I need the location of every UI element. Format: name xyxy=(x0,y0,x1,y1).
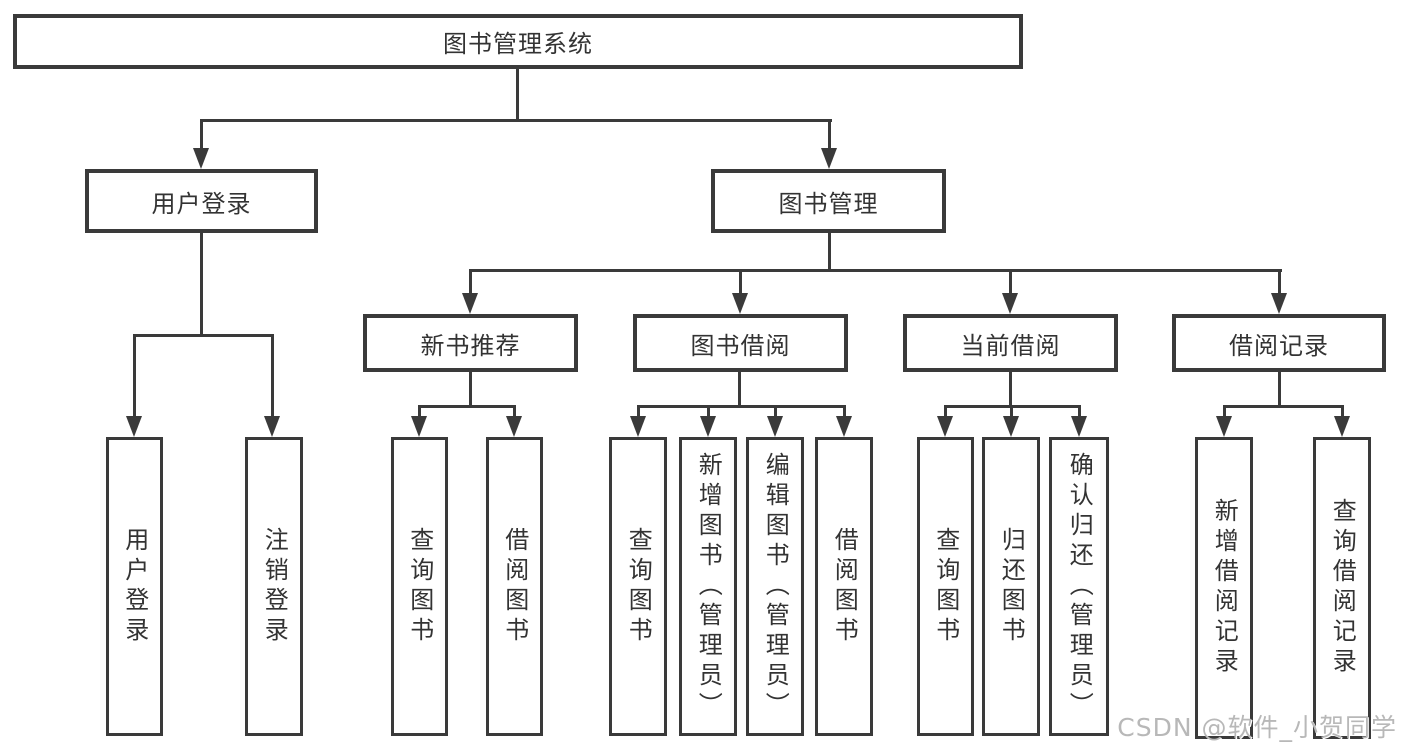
connector-drop-book-borrow xyxy=(739,269,742,295)
node-root-label: 图书管理系统 xyxy=(443,30,593,58)
connector-current-borrow-stem xyxy=(1009,372,1012,407)
node-root: 图书管理系统 xyxy=(13,14,1023,69)
connector-new-book-stem xyxy=(469,372,472,407)
arrowhead-leaf-login xyxy=(126,416,142,437)
node-current-borrow: 当前借阅 xyxy=(903,314,1118,372)
leaf-br-query-record-label: 查询借阅记录 xyxy=(1328,498,1357,678)
leaf-cb-confirm-return-admin-label: 确认归还（管理员） xyxy=(1065,451,1094,722)
leaf-bb-add-books-admin-label: 新增图书（管理员） xyxy=(694,451,723,722)
node-current-borrow-label: 当前借阅 xyxy=(960,331,1061,360)
leaf-user-login-label: 用户登录 xyxy=(120,526,149,647)
leaf-cb-query-books: 查询图书 xyxy=(917,437,974,736)
leaf-bb-add-books-admin: 新增图书（管理员） xyxy=(679,437,737,736)
connector-drop-borrow-records xyxy=(1278,269,1281,295)
leaf-cb-query-books-label: 查询图书 xyxy=(931,526,960,647)
connector-drop-book-mgmt xyxy=(828,119,831,152)
connector-drop-nbr-borrow xyxy=(513,405,516,419)
node-book-mgmt-label: 图书管理 xyxy=(778,189,879,218)
connector-drop-leaf-logout xyxy=(271,334,274,418)
arrowhead-br-add xyxy=(1216,416,1232,437)
connector-borrow-records-rail xyxy=(1223,405,1344,408)
connector-user-login-rail xyxy=(133,334,274,337)
node-new-book-rec-label: 新书推荐 xyxy=(420,331,521,360)
leaf-nbr-borrow-books: 借阅图书 xyxy=(486,437,543,736)
node-book-mgmt: 图书管理 xyxy=(711,169,946,233)
arrowhead-user-login xyxy=(193,148,209,169)
leaf-logout: 注销登录 xyxy=(245,437,303,736)
connector-book-borrow-rail xyxy=(637,405,846,408)
arrowhead-bb-edit xyxy=(767,416,783,437)
leaf-cb-return-books: 归还图书 xyxy=(982,437,1040,736)
node-new-book-rec: 新书推荐 xyxy=(363,314,578,372)
connector-new-book-rail xyxy=(418,405,516,408)
leaf-bb-borrow-books: 借阅图书 xyxy=(815,437,873,736)
leaf-bb-query-books: 查询图书 xyxy=(609,437,667,736)
connector-root-stem xyxy=(516,69,519,121)
connector-book-mgmt-stem xyxy=(828,233,831,271)
connector-drop-br-query xyxy=(1341,405,1344,419)
connector-root-rail xyxy=(200,119,832,122)
arrowhead-current-borrow xyxy=(1002,293,1018,314)
leaf-br-query-record: 查询借阅记录 xyxy=(1313,437,1371,739)
arrowhead-cb-query xyxy=(937,416,953,437)
leaf-nbr-query-books: 查询图书 xyxy=(391,437,448,736)
leaf-cb-return-books-label: 归还图书 xyxy=(997,526,1026,647)
connector-drop-nbr-query xyxy=(418,405,421,419)
connector-drop-current-borrow xyxy=(1009,269,1012,295)
arrowhead-leaf-logout xyxy=(264,416,280,437)
connector-drop-new-book xyxy=(469,269,472,295)
arrowhead-bb-add xyxy=(700,416,716,437)
connector-drop-leaf-login xyxy=(133,334,136,418)
leaf-nbr-borrow-books-label: 借阅图书 xyxy=(500,526,529,647)
arrowhead-bb-borrow xyxy=(836,416,852,437)
node-book-borrow-label: 图书借阅 xyxy=(690,331,791,360)
leaf-bb-edit-books-admin-label: 编辑图书（管理员） xyxy=(761,451,790,722)
connector-book-borrow-stem xyxy=(738,372,741,407)
connector-borrow-records-stem xyxy=(1278,372,1281,407)
connector-drop-bb-edit xyxy=(774,405,777,419)
connector-drop-bb-query xyxy=(637,405,640,419)
watermark: CSDN @软件_小贺同学 xyxy=(1117,713,1397,742)
arrowhead-new-book xyxy=(462,293,478,314)
node-borrow-records: 借阅记录 xyxy=(1172,314,1386,372)
connector-drop-cb-return xyxy=(1010,405,1013,419)
connector-book-mgmt-rail xyxy=(469,269,1282,272)
leaf-bb-borrow-books-label: 借阅图书 xyxy=(830,526,859,647)
arrowhead-br-query xyxy=(1334,416,1350,437)
connector-drop-bb-add xyxy=(707,405,710,419)
node-borrow-records-label: 借阅记录 xyxy=(1229,331,1329,360)
arrowhead-bb-query xyxy=(630,416,646,437)
arrowhead-borrow-records xyxy=(1271,293,1287,314)
arrowhead-book-mgmt xyxy=(821,148,837,169)
leaf-br-add-record-label: 新增借阅记录 xyxy=(1210,498,1239,678)
node-book-borrow: 图书借阅 xyxy=(633,314,848,372)
connector-user-login-stem xyxy=(200,233,203,336)
connector-drop-user-login xyxy=(200,119,203,152)
connector-drop-bb-borrow xyxy=(843,405,846,419)
connector-drop-br-add xyxy=(1223,405,1226,419)
leaf-br-add-record: 新增借阅记录 xyxy=(1195,437,1253,739)
leaf-logout-label: 注销登录 xyxy=(260,526,289,647)
arrowhead-book-borrow xyxy=(732,293,748,314)
connector-drop-cb-query xyxy=(944,405,947,419)
connector-drop-cb-confirm xyxy=(1078,405,1081,419)
arrowhead-cb-return xyxy=(1003,416,1019,437)
leaf-user-login: 用户登录 xyxy=(106,437,163,736)
leaf-cb-confirm-return-admin: 确认归还（管理员） xyxy=(1049,437,1109,736)
leaf-bb-query-books-label: 查询图书 xyxy=(624,526,653,647)
leaf-bb-edit-books-admin: 编辑图书（管理员） xyxy=(746,437,804,736)
arrowhead-nbr-borrow xyxy=(506,416,522,437)
node-user-login: 用户登录 xyxy=(85,169,318,233)
leaf-nbr-query-books-label: 查询图书 xyxy=(405,526,434,647)
arrowhead-nbr-query xyxy=(411,416,427,437)
arrowhead-cb-confirm xyxy=(1071,416,1087,437)
node-user-login-label: 用户登录 xyxy=(151,189,252,218)
